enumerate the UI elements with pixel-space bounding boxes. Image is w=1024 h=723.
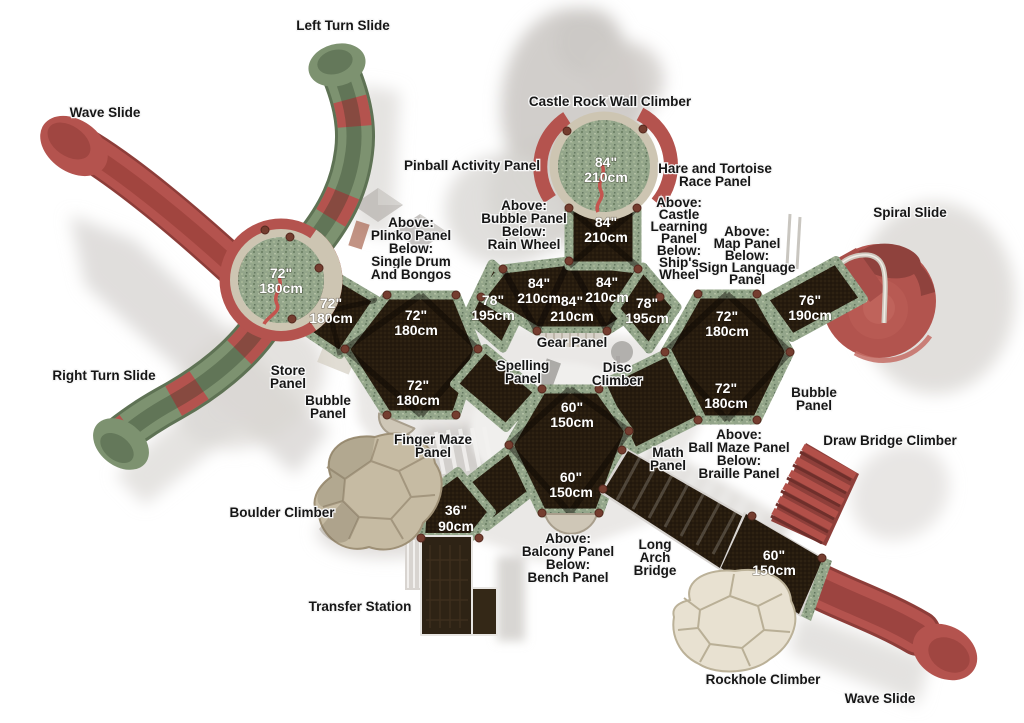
svg-text:Right Turn Slide: Right Turn Slide (52, 368, 156, 383)
svg-text:Below:: Below: (657, 243, 701, 258)
svg-text:Panel: Panel (661, 231, 697, 246)
svg-text:Above:: Above: (724, 224, 770, 239)
svg-text:36": 36" (445, 502, 467, 518)
svg-text:Wave Slide: Wave Slide (845, 691, 916, 706)
svg-text:195cm: 195cm (471, 307, 515, 323)
svg-text:Bubble: Bubble (791, 385, 837, 400)
svg-text:Balcony Panel: Balcony Panel (522, 544, 614, 559)
svg-text:Left Turn Slide: Left Turn Slide (296, 18, 390, 33)
svg-text:Math: Math (652, 445, 684, 460)
svg-text:Single Drum: Single Drum (371, 254, 451, 269)
svg-text:Above:: Above: (545, 531, 591, 546)
svg-text:Boulder Climber: Boulder Climber (229, 505, 335, 520)
svg-text:Below:: Below: (389, 241, 433, 256)
svg-text:90cm: 90cm (438, 518, 474, 534)
svg-text:Panel: Panel (650, 458, 686, 473)
svg-text:Draw Bridge Climber: Draw Bridge Climber (823, 433, 957, 448)
svg-text:78": 78" (482, 292, 504, 308)
svg-text:60": 60" (763, 547, 785, 563)
svg-text:150cm: 150cm (549, 484, 593, 500)
svg-text:72": 72" (715, 380, 737, 396)
svg-text:72": 72" (407, 377, 429, 393)
svg-text:Pinball Activity Panel: Pinball Activity Panel (404, 158, 540, 173)
svg-text:Above:: Above: (388, 215, 434, 230)
svg-text:180cm: 180cm (259, 280, 303, 296)
svg-text:210cm: 210cm (550, 308, 594, 324)
svg-text:Bench Panel: Bench Panel (527, 570, 608, 585)
svg-text:180cm: 180cm (705, 323, 749, 339)
svg-text:Ball Maze Panel: Ball Maze Panel (688, 440, 789, 455)
svg-text:210cm: 210cm (584, 169, 628, 185)
svg-text:Climber: Climber (592, 373, 643, 388)
svg-text:Castle Rock Wall Climber: Castle Rock Wall Climber (529, 94, 692, 109)
svg-text:60": 60" (560, 469, 582, 485)
svg-text:72": 72" (320, 295, 342, 311)
svg-text:Gear Panel: Gear Panel (537, 335, 608, 350)
svg-text:Below:: Below: (725, 248, 769, 263)
svg-text:190cm: 190cm (788, 307, 832, 323)
svg-text:Finger Maze: Finger Maze (394, 432, 473, 447)
svg-text:210cm: 210cm (585, 289, 629, 305)
svg-text:Long: Long (639, 537, 672, 552)
svg-text:Sign Language: Sign Language (699, 260, 796, 275)
svg-text:Spelling: Spelling (497, 358, 550, 373)
svg-text:Wave Slide: Wave Slide (70, 105, 141, 120)
svg-text:84": 84" (595, 214, 617, 230)
svg-text:195cm: 195cm (625, 310, 669, 326)
svg-text:72": 72" (405, 307, 427, 323)
svg-text:Below:: Below: (502, 224, 546, 239)
svg-text:Wheel: Wheel (659, 267, 699, 282)
svg-text:Braille Panel: Braille Panel (698, 466, 779, 481)
svg-text:Hare and Tortoise: Hare and Tortoise (658, 161, 772, 176)
svg-text:Panel: Panel (310, 406, 346, 421)
svg-text:Above:: Above: (716, 427, 762, 442)
svg-text:Bridge: Bridge (634, 563, 677, 578)
svg-text:72": 72" (716, 308, 738, 324)
svg-text:180cm: 180cm (704, 395, 748, 411)
svg-text:84": 84" (595, 154, 617, 170)
svg-text:Below:: Below: (717, 453, 761, 468)
svg-text:180cm: 180cm (309, 310, 353, 326)
svg-text:76": 76" (799, 292, 821, 308)
svg-text:210cm: 210cm (517, 290, 561, 306)
svg-text:Race Panel: Race Panel (679, 174, 751, 189)
svg-text:180cm: 180cm (394, 322, 438, 338)
svg-text:Rockhole Climber: Rockhole Climber (706, 672, 822, 687)
svg-text:Above:: Above: (501, 198, 547, 213)
svg-text:Transfer Station: Transfer Station (309, 599, 412, 614)
svg-text:72": 72" (270, 265, 292, 281)
svg-text:84": 84" (596, 274, 618, 290)
svg-text:78": 78" (636, 295, 658, 311)
svg-text:Panel: Panel (796, 398, 832, 413)
svg-text:Panel: Panel (729, 272, 765, 287)
svg-text:Ship's: Ship's (659, 255, 699, 270)
svg-text:84": 84" (561, 293, 583, 309)
svg-text:Below:: Below: (546, 557, 590, 572)
svg-text:Bubble: Bubble (305, 393, 351, 408)
svg-text:Plinko Panel: Plinko Panel (371, 228, 451, 243)
svg-text:Panel: Panel (505, 371, 541, 386)
svg-text:150cm: 150cm (550, 414, 594, 430)
svg-text:Disc: Disc (603, 360, 632, 375)
svg-text:60": 60" (561, 399, 583, 415)
svg-text:Panel: Panel (415, 445, 451, 460)
svg-text:Spiral Slide: Spiral Slide (873, 205, 947, 220)
svg-text:Arch: Arch (640, 550, 671, 565)
svg-text:Map Panel: Map Panel (714, 236, 781, 251)
svg-text:210cm: 210cm (584, 229, 628, 245)
svg-text:180cm: 180cm (396, 392, 440, 408)
svg-text:150cm: 150cm (752, 562, 796, 578)
svg-text:Store: Store (271, 363, 306, 378)
svg-text:Castle: Castle (659, 207, 700, 222)
svg-text:Panel: Panel (270, 376, 306, 391)
svg-text:Rain Wheel: Rain Wheel (488, 237, 561, 252)
svg-text:Above:: Above: (656, 195, 702, 210)
svg-text:Learning: Learning (650, 219, 707, 234)
svg-text:84": 84" (528, 275, 550, 291)
svg-text:Bubble Panel: Bubble Panel (481, 211, 567, 226)
svg-text:And Bongos: And Bongos (371, 267, 451, 282)
